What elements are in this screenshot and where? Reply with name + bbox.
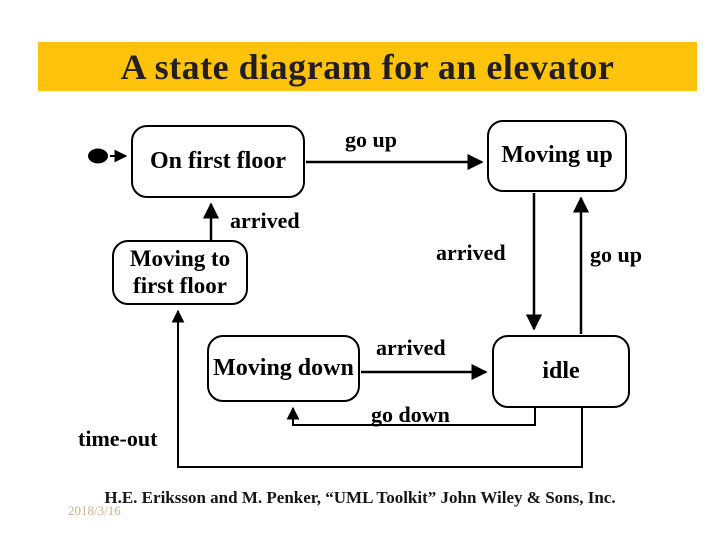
state-moving-up: Moving up: [487, 120, 627, 192]
citation-text: H.E. Eriksson and M. Penker, “UML Toolki…: [104, 488, 616, 507]
transition-label-arrived-1: arrived: [230, 208, 300, 233]
state-label: Moving up: [501, 142, 613, 169]
transition-label-go-up-2: go up: [590, 242, 642, 267]
transition-label-arrived-2: arrived: [436, 240, 506, 265]
initial-state-icon: [88, 148, 108, 164]
state-label: idle: [542, 357, 580, 384]
transition-label-go-down: go down: [371, 402, 450, 427]
edge-idle-to-moving-to-first-floor: [171, 309, 583, 468]
state-idle: idle: [492, 335, 630, 408]
state-moving-to-first-floor: Moving to first floor: [112, 240, 248, 305]
date-stamp: 2018/3/16: [68, 503, 121, 518]
state-label-line1: Moving to: [129, 246, 231, 272]
state-moving-down: Moving down: [207, 335, 360, 402]
page-title: A state diagram for an elevator: [38, 42, 697, 91]
edge-idle-to-moving-down: [286, 406, 536, 426]
state-label: On first floor: [150, 147, 286, 174]
state-on-first-floor: On first floor: [131, 125, 305, 198]
state-label-line2: first floor: [133, 272, 227, 298]
transition-label-time-out: time-out: [78, 426, 158, 451]
transition-label-go-up-1: go up: [345, 127, 397, 152]
transition-label-arrived-3: arrived: [376, 335, 446, 360]
state-label: Moving down: [213, 354, 354, 381]
